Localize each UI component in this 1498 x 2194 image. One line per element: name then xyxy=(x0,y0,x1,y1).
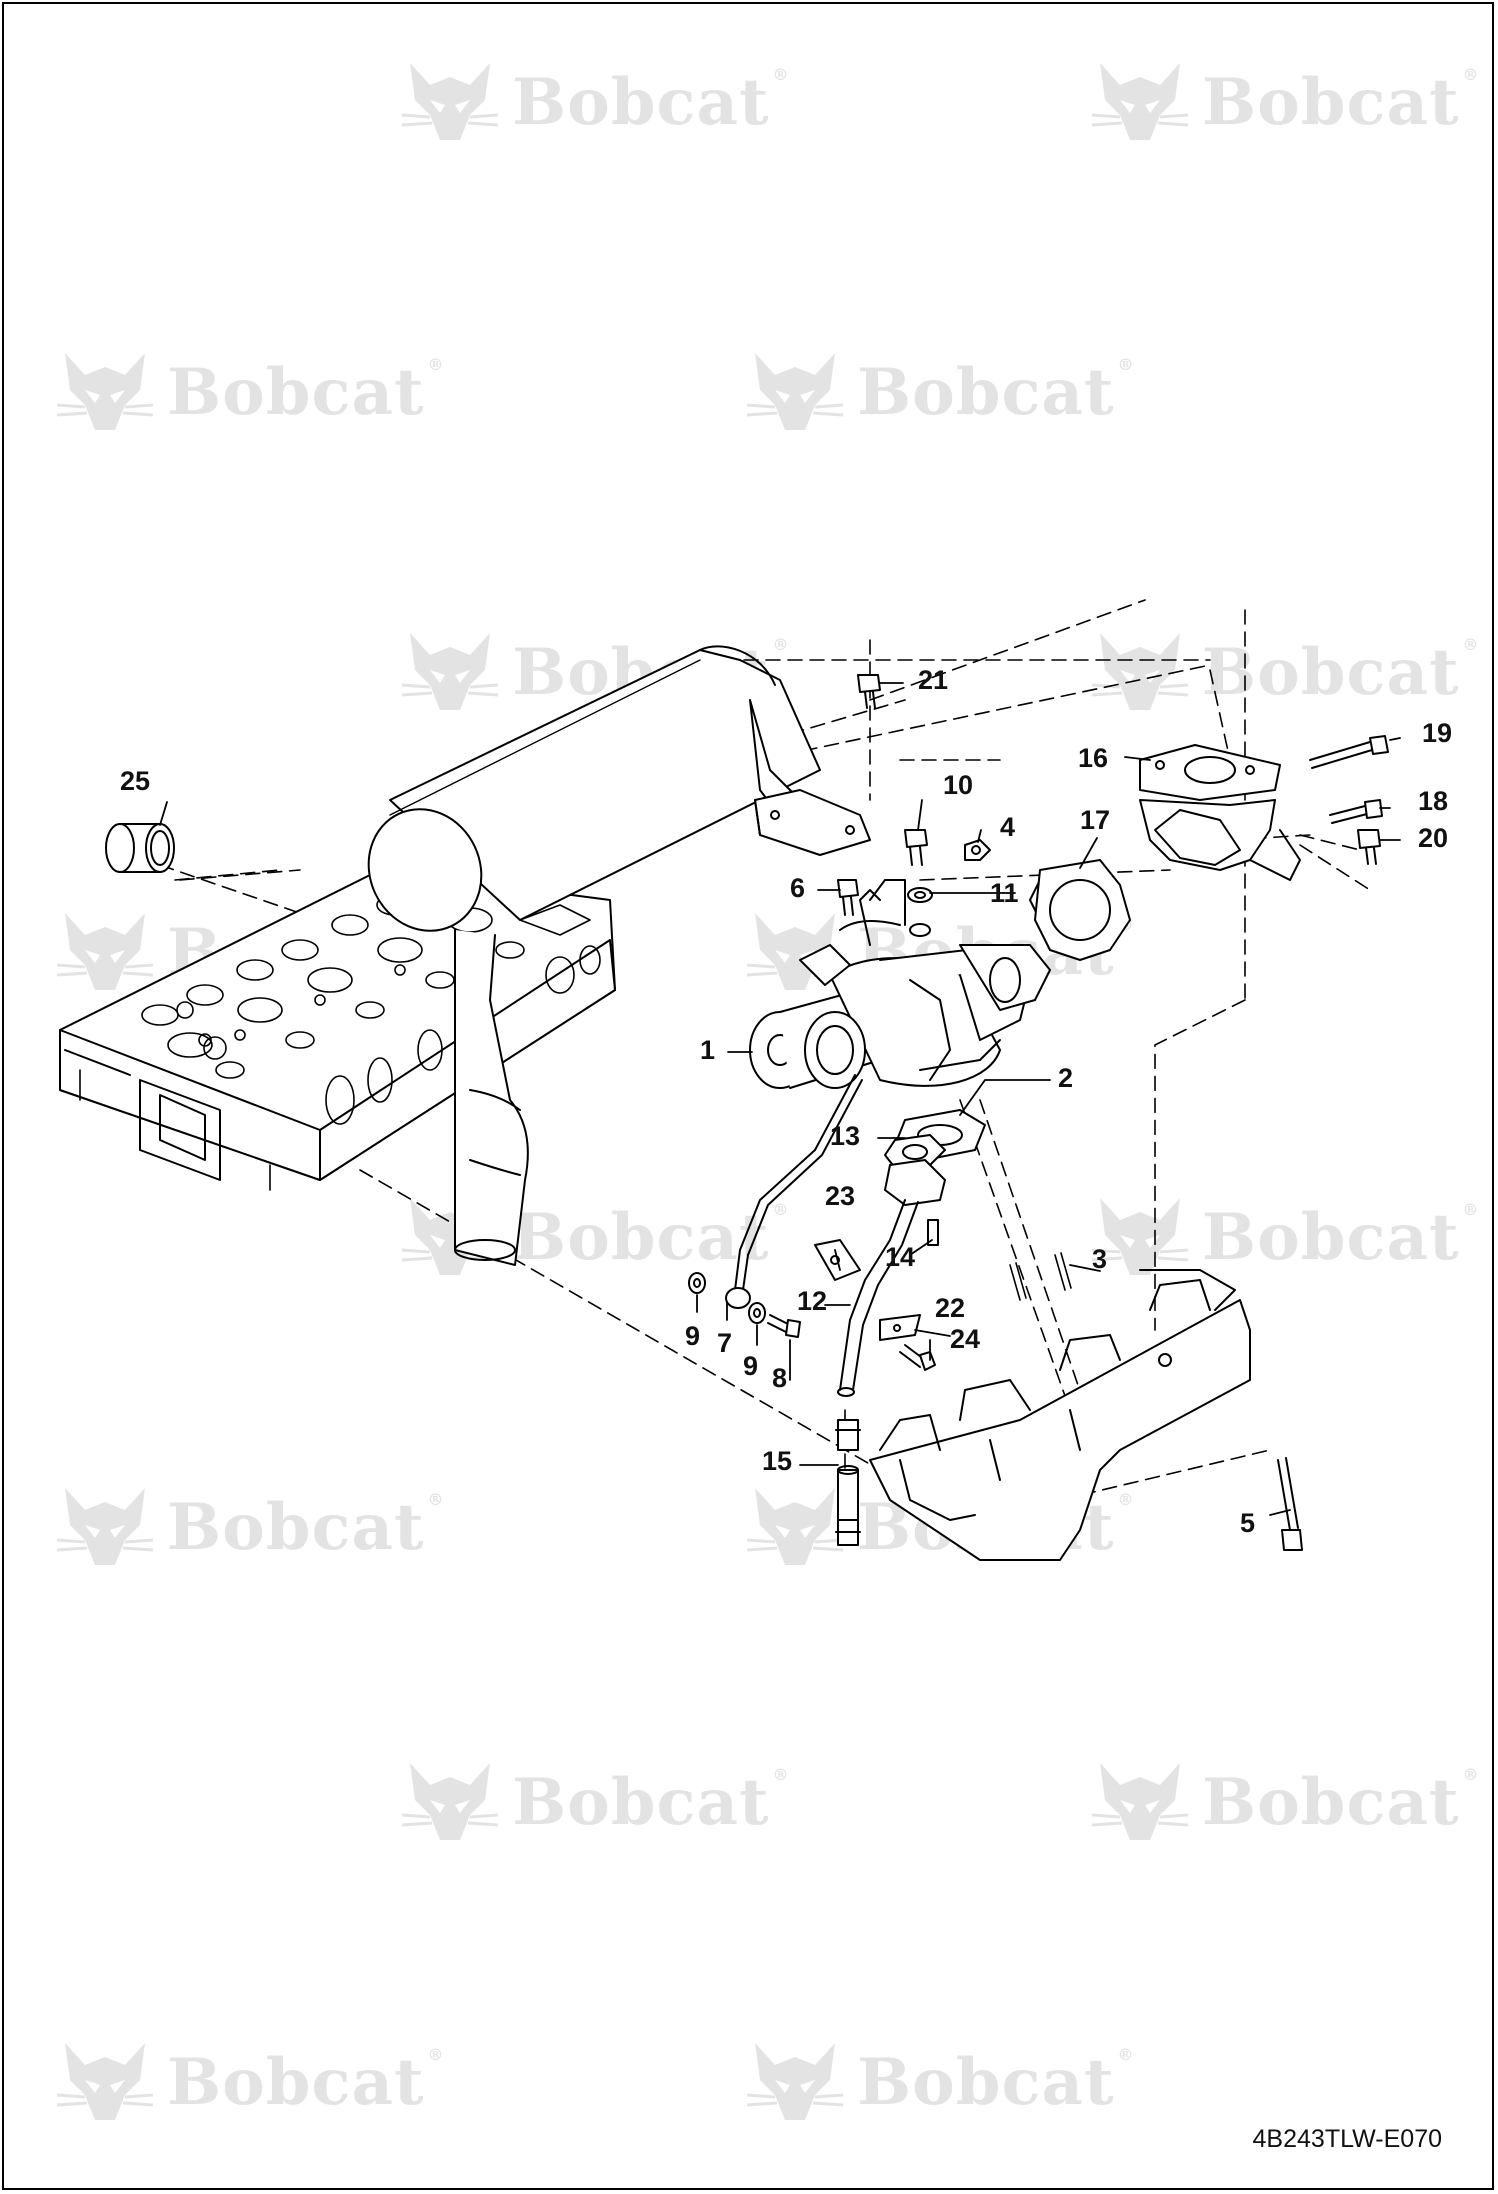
callout-c21: 21 xyxy=(918,665,949,695)
bobcat-head-icon xyxy=(1091,63,1189,140)
callout-c24: 24 xyxy=(950,1324,981,1354)
bobcat-head-icon xyxy=(401,1763,499,1840)
nut-4-drawing xyxy=(964,839,991,861)
bolt-6-drawing xyxy=(837,879,859,916)
callout-c14: 14 xyxy=(885,1242,916,1272)
watermark-text: Bobcat® xyxy=(167,2045,445,2120)
bobcat-head-icon xyxy=(401,63,499,140)
watermark-text: Bobcat® xyxy=(1202,65,1480,140)
gasket-17-drawing xyxy=(1034,859,1131,961)
callout-c15: 15 xyxy=(762,1446,793,1476)
cylinder-head-drawing xyxy=(59,869,616,1191)
watermark-bobcat-logo: Bobcat® xyxy=(400,55,789,145)
watermark-bobcat-logo: Bobcat® xyxy=(1090,1190,1479,1280)
callout-c4: 4 xyxy=(1000,812,1016,842)
callout-c7: 7 xyxy=(717,1328,733,1358)
bolt-20-drawing xyxy=(1357,829,1381,865)
callout-c25: 25 xyxy=(120,766,151,796)
bobcat-head-icon xyxy=(56,353,154,430)
leader-lines xyxy=(159,682,1401,1516)
bolt-24-drawing xyxy=(899,1344,936,1371)
washer-9a-drawing xyxy=(688,1272,706,1294)
muffler-drawing xyxy=(367,645,871,1266)
bobcat-head-icon xyxy=(56,2043,154,2120)
callout-c6: 6 xyxy=(790,873,806,903)
bobcat-head-icon xyxy=(746,1488,844,1565)
watermark-text: Bobcat® xyxy=(1202,1765,1480,1840)
callout-c2: 2 xyxy=(1058,1063,1074,1093)
oil-feed-pipe-drawing xyxy=(725,879,906,1309)
oil-return-pipe-drawing xyxy=(837,1159,946,1397)
watermark-bobcat-logo: Bobcat® xyxy=(1090,1755,1479,1845)
watermark-bobcat-logo: Bobcat® xyxy=(400,1190,789,1280)
callout-c13: 13 xyxy=(830,1121,861,1151)
watermark-text: Bobcat® xyxy=(512,65,790,140)
callout-c22: 22 xyxy=(935,1293,966,1323)
bolt-5-drawing xyxy=(1277,1457,1303,1551)
watermark-text: Bobcat® xyxy=(857,2045,1135,2120)
watermark-text: Bobcat® xyxy=(167,355,445,430)
watermark-text: Bobcat® xyxy=(167,1490,445,1565)
callout-c17: 17 xyxy=(1080,805,1111,835)
watermark-bobcat-logo: Bobcat® xyxy=(745,345,1134,435)
bobcat-head-icon xyxy=(746,2043,844,2120)
callout-c11: 11 xyxy=(990,878,1019,908)
callout-c10: 10 xyxy=(943,770,974,800)
watermark-text: Bobcat® xyxy=(857,355,1135,430)
watermark-bobcat-logo: Bobcat® xyxy=(745,2035,1134,2125)
callout-c5: 5 xyxy=(1240,1508,1256,1538)
hose-15-drawing xyxy=(835,1419,861,1546)
sleeve-25-drawing xyxy=(105,823,175,873)
studs-3-drawing xyxy=(1009,1252,1072,1301)
bolt-10-drawing xyxy=(904,829,928,866)
callout-c9b: 9 xyxy=(743,1351,759,1381)
watermark-text: Bobcat® xyxy=(512,1200,790,1275)
document-reference: 4B243TLW-E070 xyxy=(1252,2125,1442,2153)
bolt-14-drawing xyxy=(927,1219,939,1246)
callout-c18: 18 xyxy=(1418,786,1449,816)
exhaust-manifold-drawing xyxy=(869,1269,1251,1561)
callout-c12: 12 xyxy=(797,1286,828,1316)
bobcat-head-icon xyxy=(56,1488,154,1565)
gasket-13-drawing xyxy=(884,1134,946,1169)
callout-c19: 19 xyxy=(1422,718,1453,748)
washer-9b-drawing xyxy=(748,1302,766,1324)
bolt-21-drawing xyxy=(857,674,881,709)
bobcat-head-icon xyxy=(746,353,844,430)
bolt-18-drawing xyxy=(1329,799,1383,824)
bobcat-head-icon xyxy=(1091,1198,1189,1275)
watermark-bobcat-logo: Bobcat® xyxy=(400,1755,789,1845)
callout-c20: 20 xyxy=(1418,823,1449,853)
watermark-text: Bobcat® xyxy=(512,1765,790,1840)
bolt-19-drawing xyxy=(1309,735,1389,769)
bobcat-head-icon xyxy=(56,913,154,990)
callout-c23: 23 xyxy=(825,1181,856,1211)
watermark-bobcat-logo: Bobcat® xyxy=(1090,55,1479,145)
callout-c3: 3 xyxy=(1092,1244,1108,1274)
callout-c9a: 9 xyxy=(685,1321,701,1351)
bobcat-head-icon xyxy=(401,633,499,710)
turbocharger-drawing xyxy=(749,889,1051,1089)
watermark-text: Bobcat® xyxy=(1202,1200,1480,1275)
washer-11-drawing xyxy=(907,887,933,937)
callout-c16: 16 xyxy=(1078,743,1109,773)
watermark-bobcat-logo: Bobcat® xyxy=(55,345,444,435)
bobcat-head-icon xyxy=(1091,633,1189,710)
callout-c8: 8 xyxy=(772,1363,788,1393)
bracket-22-drawing xyxy=(879,1314,921,1341)
bobcat-head-icon xyxy=(1091,1763,1189,1840)
watermark-bobcat-logo: Bobcat® xyxy=(55,2035,444,2125)
callout-c1: 1 xyxy=(700,1035,716,1065)
assembly-dashed-lines xyxy=(159,599,1371,1501)
watermark-bobcat-logo: Bobcat® xyxy=(55,1480,444,1570)
bolt-8-drawing xyxy=(767,1314,801,1338)
